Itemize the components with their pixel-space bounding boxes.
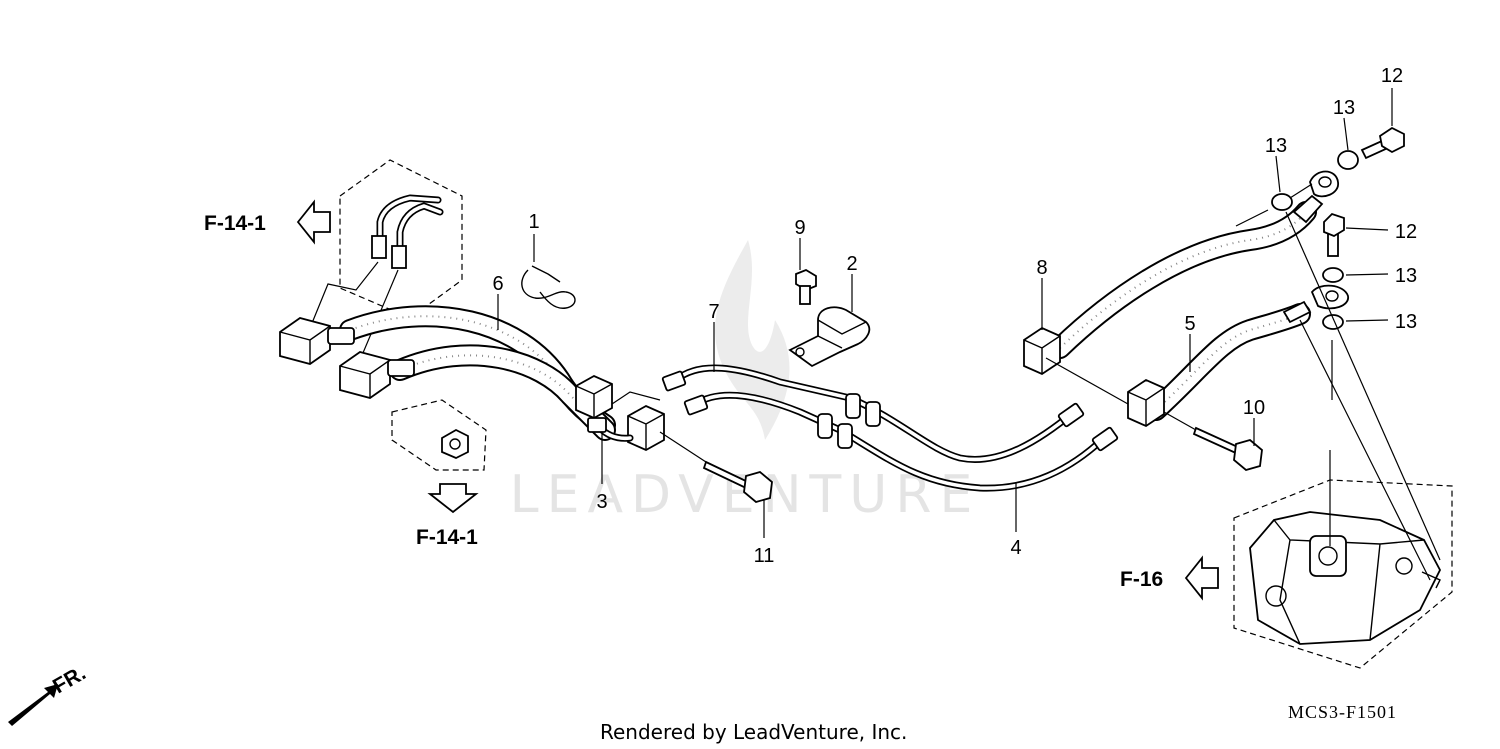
junction-3 <box>575 374 665 452</box>
pipe-4-fitting-right <box>1091 426 1119 452</box>
callout-6: 6 <box>492 273 503 295</box>
washer-13-mid-upper <box>1322 267 1344 283</box>
grommet-4-b <box>837 423 853 449</box>
washer-13-upper-right <box>1337 150 1359 170</box>
callout-1: 1 <box>528 211 539 233</box>
upper-left-detail <box>309 159 463 361</box>
flame-logo-icon <box>715 240 790 440</box>
leader-bolt-10-line <box>1163 411 1197 431</box>
callout-3: 3 <box>596 491 607 513</box>
credit-text: Rendered by LeadVenture, Inc. <box>600 720 907 744</box>
callout-8: 8 <box>1036 257 1047 279</box>
washer-13-upper-left <box>1271 193 1293 211</box>
detail-box-dashed-lower <box>391 399 487 471</box>
banjo-fitting-lower <box>1310 284 1349 310</box>
hose-ferrule-lower <box>387 359 415 377</box>
clamp-2-bolt-9 <box>788 268 871 368</box>
caliper-port-block <box>1309 535 1347 577</box>
nut-icon <box>441 428 469 459</box>
callout-12-upper: 12 <box>1381 65 1403 87</box>
callout-13-upper-left: 13 <box>1265 135 1287 157</box>
leader-caliper-lower <box>1299 319 1431 581</box>
leader-detail-a <box>309 261 379 329</box>
brake-pipes <box>661 364 1119 492</box>
grommet-7-b <box>865 401 881 427</box>
callout-7: 7 <box>708 301 719 323</box>
washer-13-mid-lower <box>1322 314 1344 330</box>
lower-left-detail <box>391 399 487 471</box>
leader-bolt-11-line <box>659 431 707 463</box>
hose-block-upper <box>279 317 331 365</box>
arrow-down-icon <box>427 483 479 514</box>
leader-hose-8-b <box>1289 183 1313 199</box>
arrow-left-icon <box>1184 555 1219 601</box>
detail-fitting-b <box>391 245 407 269</box>
callout-13-mid: 13 <box>1395 265 1417 287</box>
pipe-7-fitting-left <box>661 370 687 392</box>
bolt-11 <box>659 431 773 503</box>
reference-top-left: F-14-1 <box>204 199 331 245</box>
bolt-9-shank <box>799 285 811 305</box>
callout-13-lower: 13 <box>1395 311 1417 333</box>
banjo-fitting-upper <box>1309 170 1339 198</box>
clip-1-shape <box>521 269 576 309</box>
bolt-12-lower-head <box>1323 212 1345 238</box>
ref-top-left-label: F-14-1 <box>204 212 266 235</box>
ref-right-label: F-16 <box>1120 568 1163 591</box>
hose-block-lower <box>339 351 391 399</box>
callout-numbers: 1 2 3 4 5 6 7 8 9 10 11 12 12 13 13 13 1… <box>492 65 1417 567</box>
grommet-4-a <box>817 413 833 439</box>
callout-10: 10 <box>1243 397 1265 419</box>
callout-2: 2 <box>846 253 857 275</box>
grommet-7-a <box>845 393 861 419</box>
leader-hose-8-a <box>1235 209 1269 227</box>
ref-bottom-left-label: F-14-1 <box>416 526 478 549</box>
caliper-detail <box>1233 211 1453 669</box>
reference-right: F-16 <box>1120 555 1219 601</box>
bolt-11-head <box>743 471 773 503</box>
pipe-7-fitting-right <box>1057 402 1085 428</box>
watermark-text: LEADVENTURE <box>510 465 981 525</box>
detail-box-dashed <box>339 159 463 319</box>
callout-12-lower: 12 <box>1395 221 1417 243</box>
callout-9: 9 <box>794 217 805 239</box>
pipe-4-fitting-left <box>683 394 709 416</box>
callout-5: 5 <box>1184 313 1195 335</box>
callout-4: 4 <box>1010 537 1021 559</box>
leader-blocks-8-5 <box>1045 357 1129 405</box>
clip-1 <box>521 265 576 309</box>
leader-junction <box>611 391 661 405</box>
leader-caliper-port <box>1329 340 1333 546</box>
bolt-10-head <box>1233 439 1263 471</box>
clamp-2-body <box>788 306 871 368</box>
hose-8-ferrule <box>1292 194 1324 224</box>
bolt-12-upper-head <box>1378 126 1405 154</box>
hose-ferrule-upper <box>327 327 355 345</box>
detail-fitting-a <box>371 235 387 259</box>
callout-11: 11 <box>754 545 775 567</box>
arrow-left-icon <box>296 199 331 245</box>
hose-5-ferrule <box>1282 300 1312 324</box>
hose-5 <box>1127 212 1349 428</box>
hose-assembly-6 <box>279 305 616 441</box>
front-arrow-icon <box>8 684 58 726</box>
junction-ferrule <box>587 417 607 433</box>
diagram-code: MCS3-F1501 <box>1288 702 1397 722</box>
callout-13-upper-right: 13 <box>1333 97 1355 119</box>
bolt-9-head <box>795 268 817 292</box>
bolt-10 <box>1045 357 1263 471</box>
hose-8 <box>1023 126 1405 376</box>
callout-leaders <box>497 88 1393 538</box>
brake-caliper <box>1249 511 1442 645</box>
bolt-10-shank <box>1192 426 1242 456</box>
watermark: LEADVENTURE <box>510 240 981 525</box>
leader-caliper-upper <box>1285 211 1441 561</box>
reference-bottom-left: F-14-1 <box>416 483 479 549</box>
front-direction-indicator: FR. <box>8 661 90 726</box>
